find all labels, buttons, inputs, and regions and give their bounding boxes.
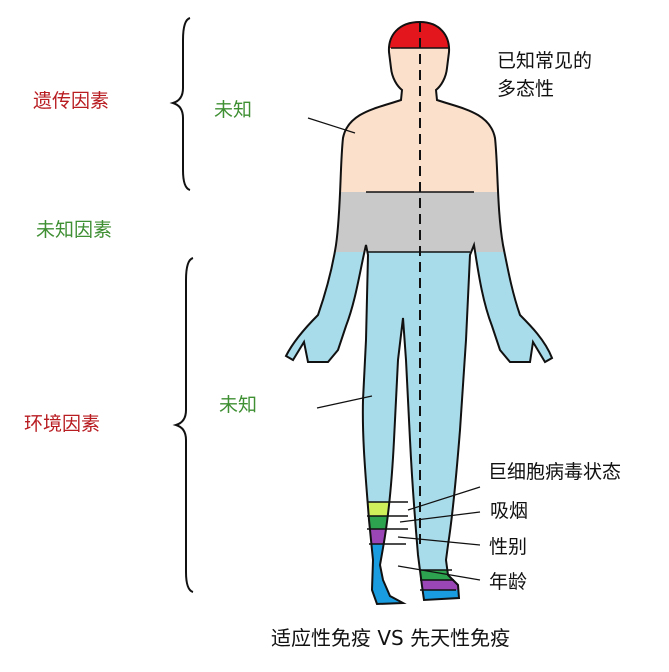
age-label: 年龄	[489, 571, 528, 593]
unknown-lower-label: 未知	[219, 394, 258, 416]
known-polymorphisms-line1: 已知常见的	[497, 50, 593, 72]
leader-sex	[397, 536, 481, 546]
unknown-factors-label: 未知因素	[36, 219, 113, 241]
cmv-status-label: 巨细胞病毒状态	[488, 461, 622, 483]
environmental-factors-label: 环境因素	[24, 413, 101, 435]
smoking-label: 吸烟	[490, 500, 529, 522]
age-region	[286, 544, 420, 604]
sex-label: 性别	[489, 536, 528, 558]
environmental-brace	[172, 257, 194, 593]
diagram-caption: 适应性免疫 VS 先天性免疫	[271, 626, 511, 650]
right-leg-smoking	[420, 570, 470, 580]
right-leg-sex	[420, 580, 470, 590]
leader-age	[397, 565, 481, 581]
leader-lines	[307, 117, 481, 581]
leader-smoking	[399, 511, 481, 523]
genetic-brace	[169, 17, 191, 191]
unknown-upper-label: 未知	[214, 99, 253, 121]
leader-cmv	[407, 486, 481, 511]
leader-unknown-lower	[316, 395, 373, 409]
known-polymorphisms-line2: 多态性	[497, 78, 555, 100]
genetic-factors-label: 遗传因素	[33, 90, 110, 112]
leader-unknown-upper	[307, 117, 356, 134]
